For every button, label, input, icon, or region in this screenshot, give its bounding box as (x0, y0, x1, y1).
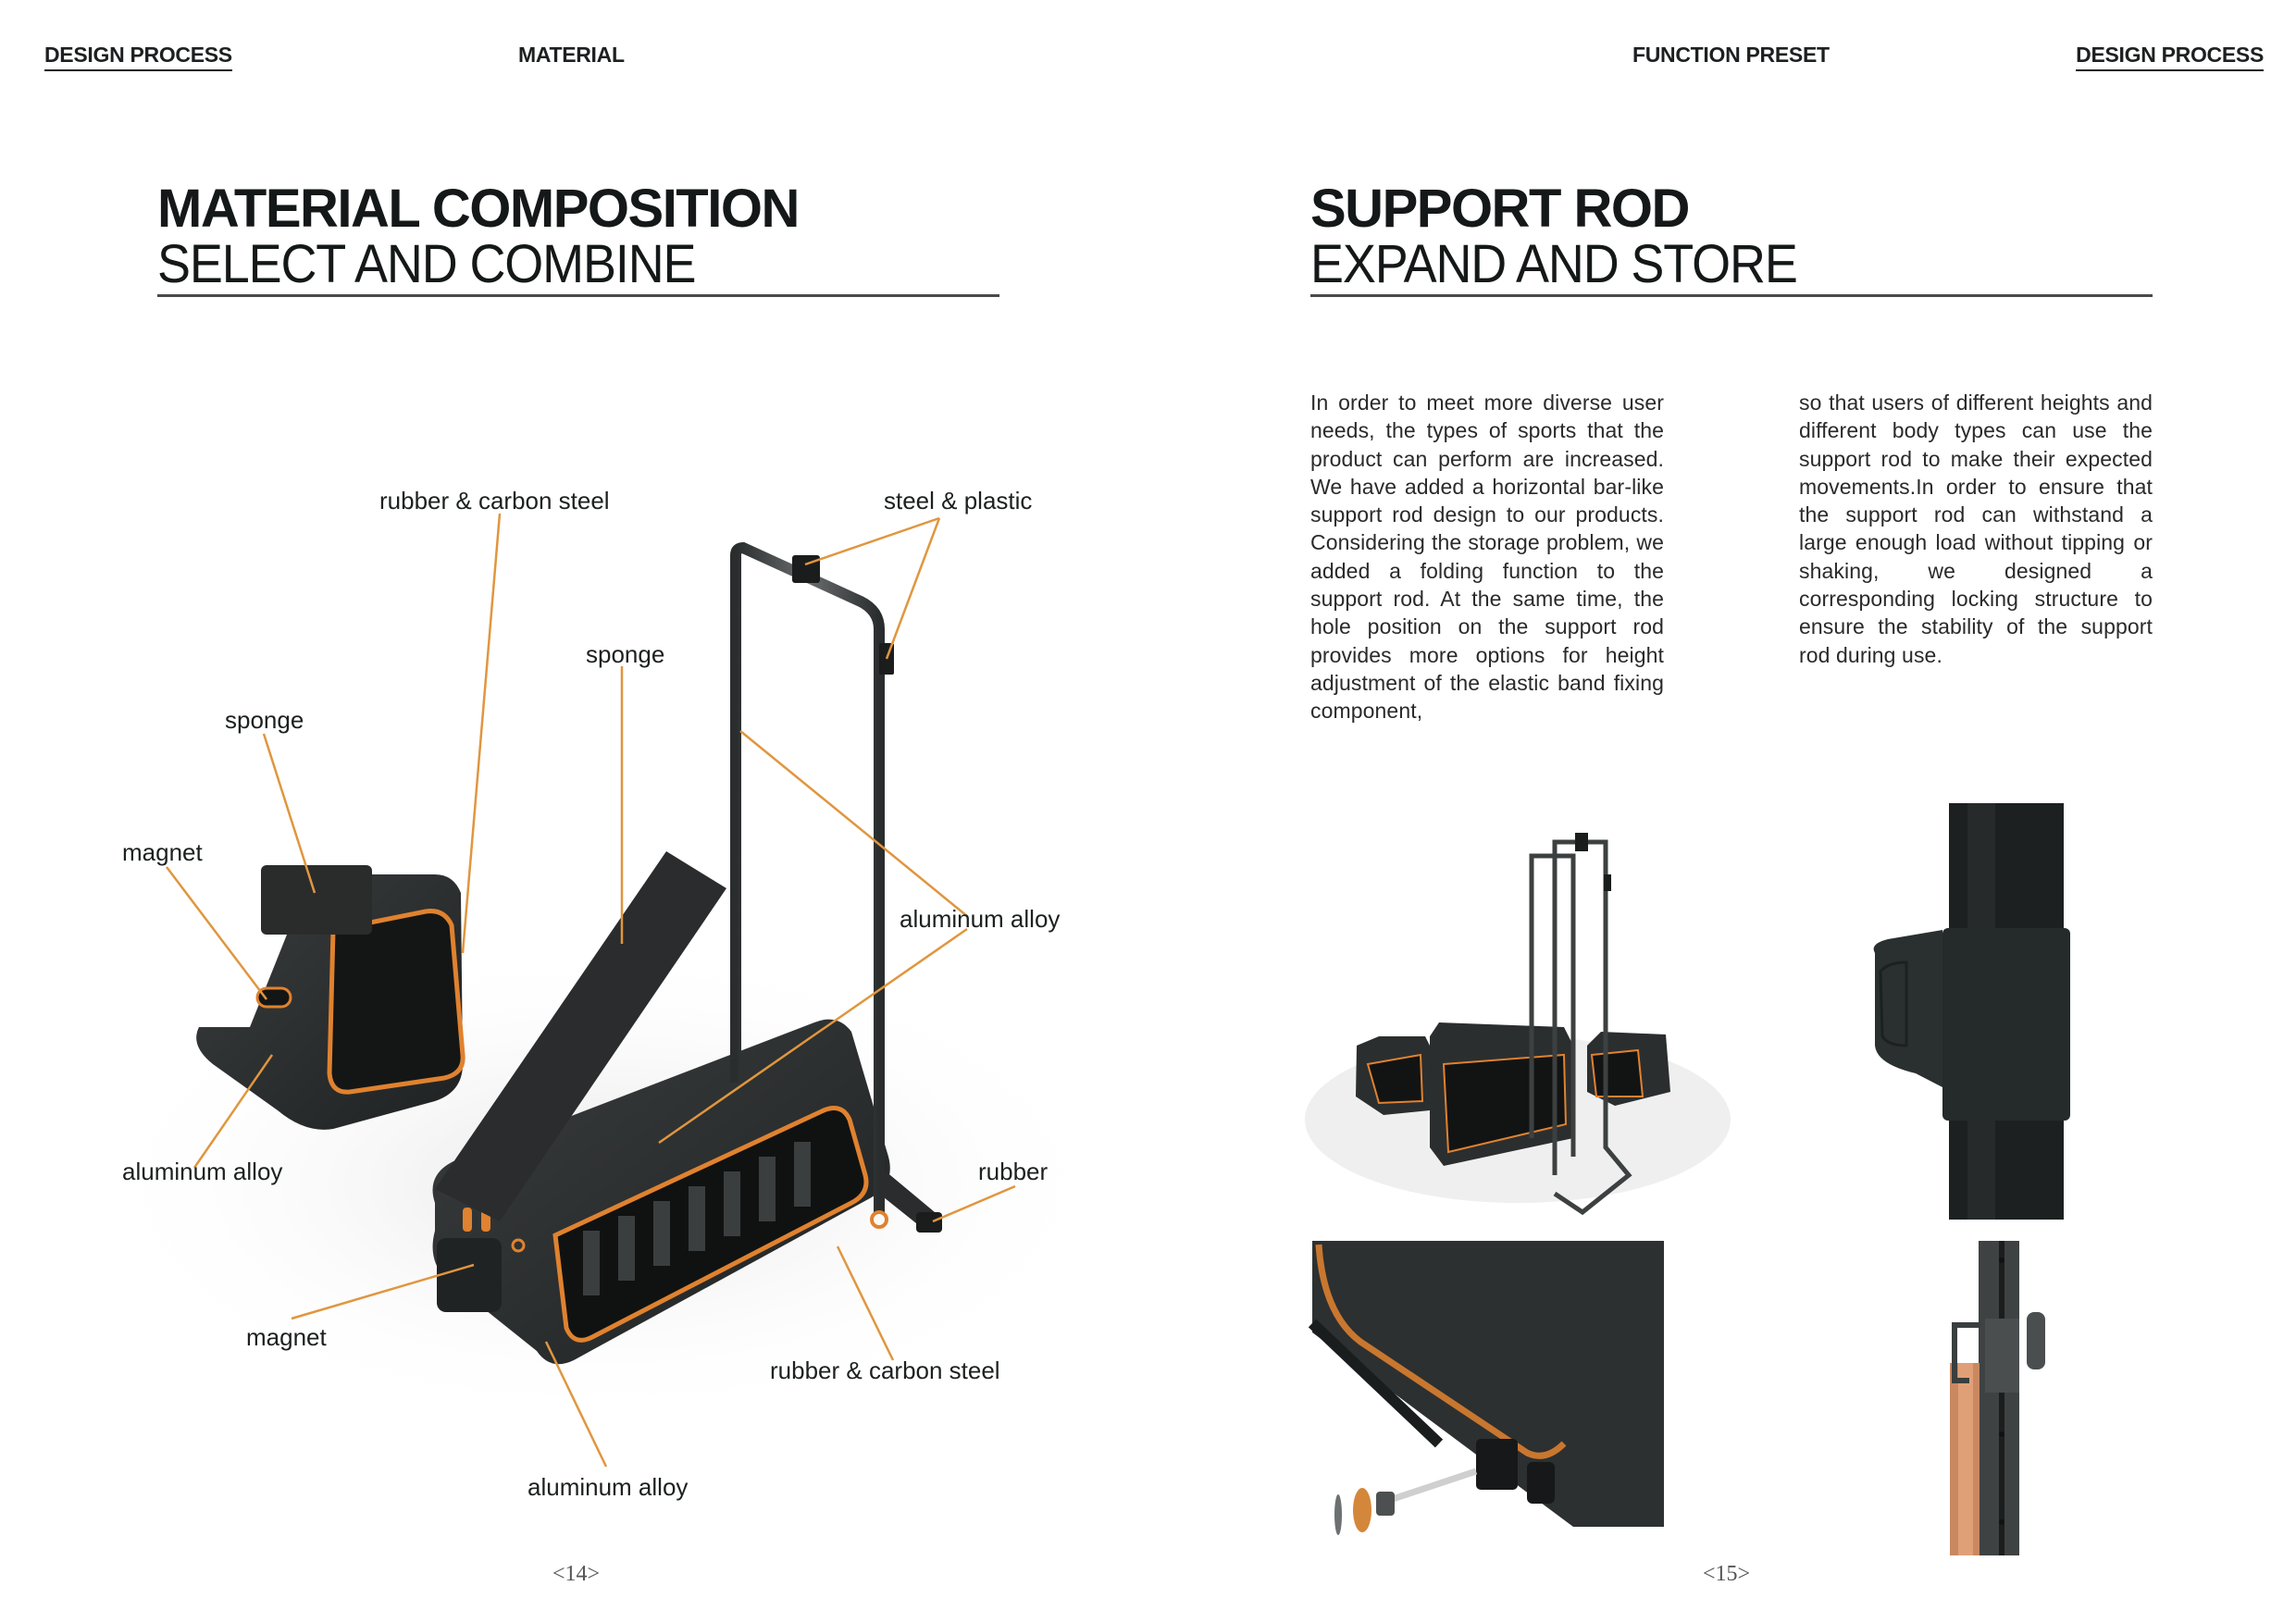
leader-lines (166, 513, 1016, 1468)
nav-design-process-left[interactable]: DESIGN PROCESS (44, 43, 232, 71)
rod-rubber-foot (916, 1212, 942, 1233)
right-title-rule (1310, 294, 2153, 297)
support-rod-frame (730, 541, 942, 1233)
resistance-bands-row (583, 1142, 811, 1295)
body-text-column-2: so that users of different heights and d… (1799, 390, 2153, 667)
rod-top-clip (792, 555, 820, 583)
main-box (432, 1019, 890, 1365)
page-number-right: <15> (1703, 1562, 1751, 1586)
label-magnet-stool: magnet (122, 838, 203, 866)
nav-function-preset[interactable]: FUNCTION PRESET (1632, 43, 1830, 67)
label-rubber-carbon-steel-top: rubber & carbon steel (379, 487, 610, 514)
label-rubber-foot: rubber (978, 1158, 1049, 1185)
left-page-subtitle: SELECT AND COMBINE (157, 234, 697, 294)
board-sponge (435, 851, 726, 1221)
label-aluminum-alloy-rod: aluminum alloy (900, 905, 1061, 933)
right-page-subtitle: EXPAND AND STORE (1310, 234, 1798, 294)
stool-sponge-cushion (261, 865, 372, 935)
page-number-left: <14> (552, 1562, 601, 1586)
stool-magnet (255, 986, 292, 1009)
nav-material[interactable]: MATERIAL (518, 43, 625, 67)
label-aluminum-alloy-stool: aluminum alloy (122, 1158, 283, 1185)
nav-design-process-right[interactable]: DESIGN PROCESS (2076, 43, 2264, 71)
label-sponge-board: sponge (586, 640, 665, 668)
left-page-title: MATERIAL COMPOSITION (157, 179, 800, 239)
box-rubber-band-rim (552, 1106, 869, 1343)
stool (196, 865, 465, 1130)
label-sponge-stool: sponge (225, 706, 304, 734)
label-magnet-box: magnet (246, 1323, 327, 1351)
right-page-title: SUPPORT ROD (1310, 179, 1690, 239)
label-rubber-carbon-steel-bottom: rubber & carbon steel (770, 1357, 1000, 1384)
label-steel-plastic: steel & plastic (884, 487, 1033, 514)
box-magnet-pad (437, 1238, 502, 1312)
body-text-column-1: In order to meet more diverse user needs… (1310, 390, 1664, 724)
label-aluminum-alloy-box: aluminum alloy (527, 1473, 689, 1501)
left-title-rule (157, 294, 999, 297)
